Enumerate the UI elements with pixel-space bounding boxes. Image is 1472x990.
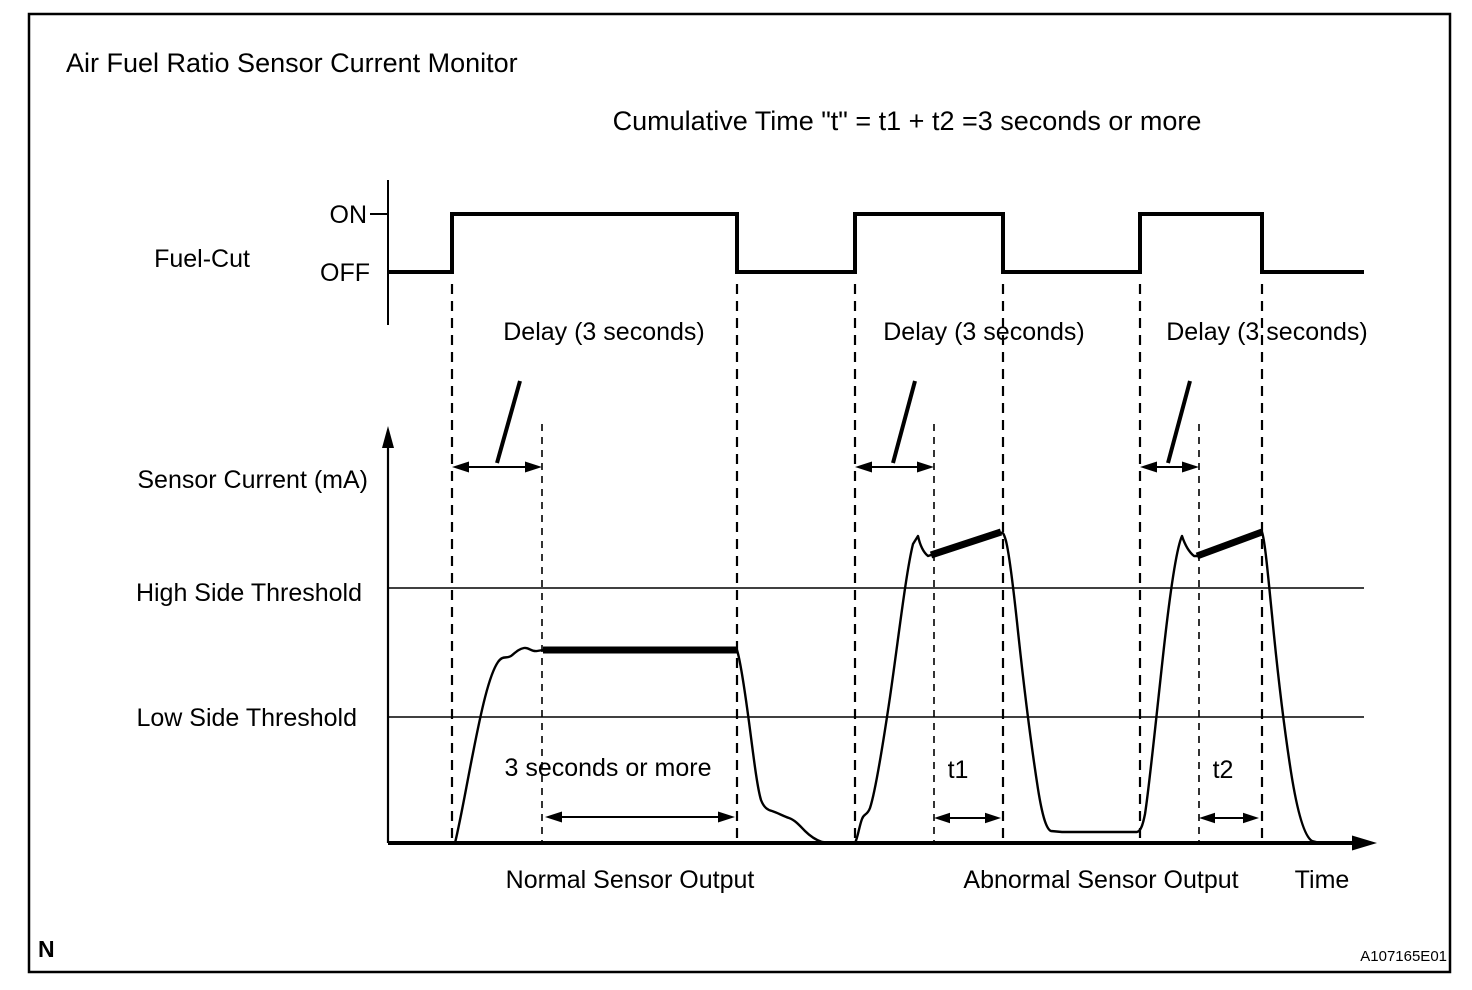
delay-arrow-1 [452,380,542,473]
abnormal-sensor-curve [853,530,1322,845]
fuel-cut-waveform [388,212,1364,274]
delay-clock-hand-2 [891,380,917,464]
three-seconds-arrow-left-head [545,811,562,823]
delay-arrow-2 [855,380,934,473]
time-caption: Time [1295,866,1350,894]
three-seconds-arrow [545,811,735,823]
delay-arrow-3-left-head [1140,461,1157,473]
t2-label: t2 [1213,756,1234,784]
three-seconds-label: 3 seconds or more [504,754,711,782]
delay-arrow-1-right-head [525,461,542,473]
abnormal-monitored-segment-t2 [1195,528,1264,560]
delay-label-3: Delay (3 seconds) [1166,318,1367,346]
delay-arrow-2-right-head [917,461,934,473]
fuel-cut-label: Fuel-Cut [154,245,250,273]
figure-title: Air Fuel Ratio Sensor Current Monitor [66,48,518,78]
delay-arrow-3-right-head [1182,461,1199,473]
delay-arrow-1-left-head [452,461,469,473]
normal-sensor-curve [453,646,832,845]
on-level-label: ON [330,201,368,229]
time-axis-arrowhead [1352,835,1377,851]
sensor-axis-arrowhead [382,426,394,448]
corner-note: N [38,936,55,962]
delay-clock-hand-1 [495,380,522,464]
low-side-threshold-label: Low Side Threshold [136,704,357,732]
delay-label-2: Delay (3 seconds) [883,318,1084,346]
t1-arrow-right-head [985,812,1001,824]
delay-clock-hand-3 [1166,380,1192,464]
t2-arrow-right-head [1243,812,1259,824]
delay-arrow-3 [1140,380,1199,473]
figure-code: A107165E01 [1360,948,1447,965]
off-level-label: OFF [320,259,370,287]
t2-arrow-left-head [1199,812,1215,824]
delay-label-1: Delay (3 seconds) [503,318,704,346]
t1-label: t1 [948,756,969,784]
three-seconds-arrow-right-head [718,811,735,823]
delay-arrow-2-left-head [855,461,872,473]
cumulative-time-note: Cumulative Time "t" = t1 + t2 =3 seconds… [613,106,1202,136]
t1-arrow-left-head [934,812,950,824]
t1-arrow [934,812,1001,824]
high-side-threshold-label: High Side Threshold [136,579,362,607]
abnormal-monitored-segment-t1 [929,528,1003,559]
sensor-current-axis-label: Sensor Current (mA) [137,466,368,494]
normal-output-caption: Normal Sensor Output [506,866,755,894]
abnormal-output-caption: Abnormal Sensor Output [963,866,1238,894]
figure-border [27,12,1452,974]
t2-arrow [1199,812,1259,824]
